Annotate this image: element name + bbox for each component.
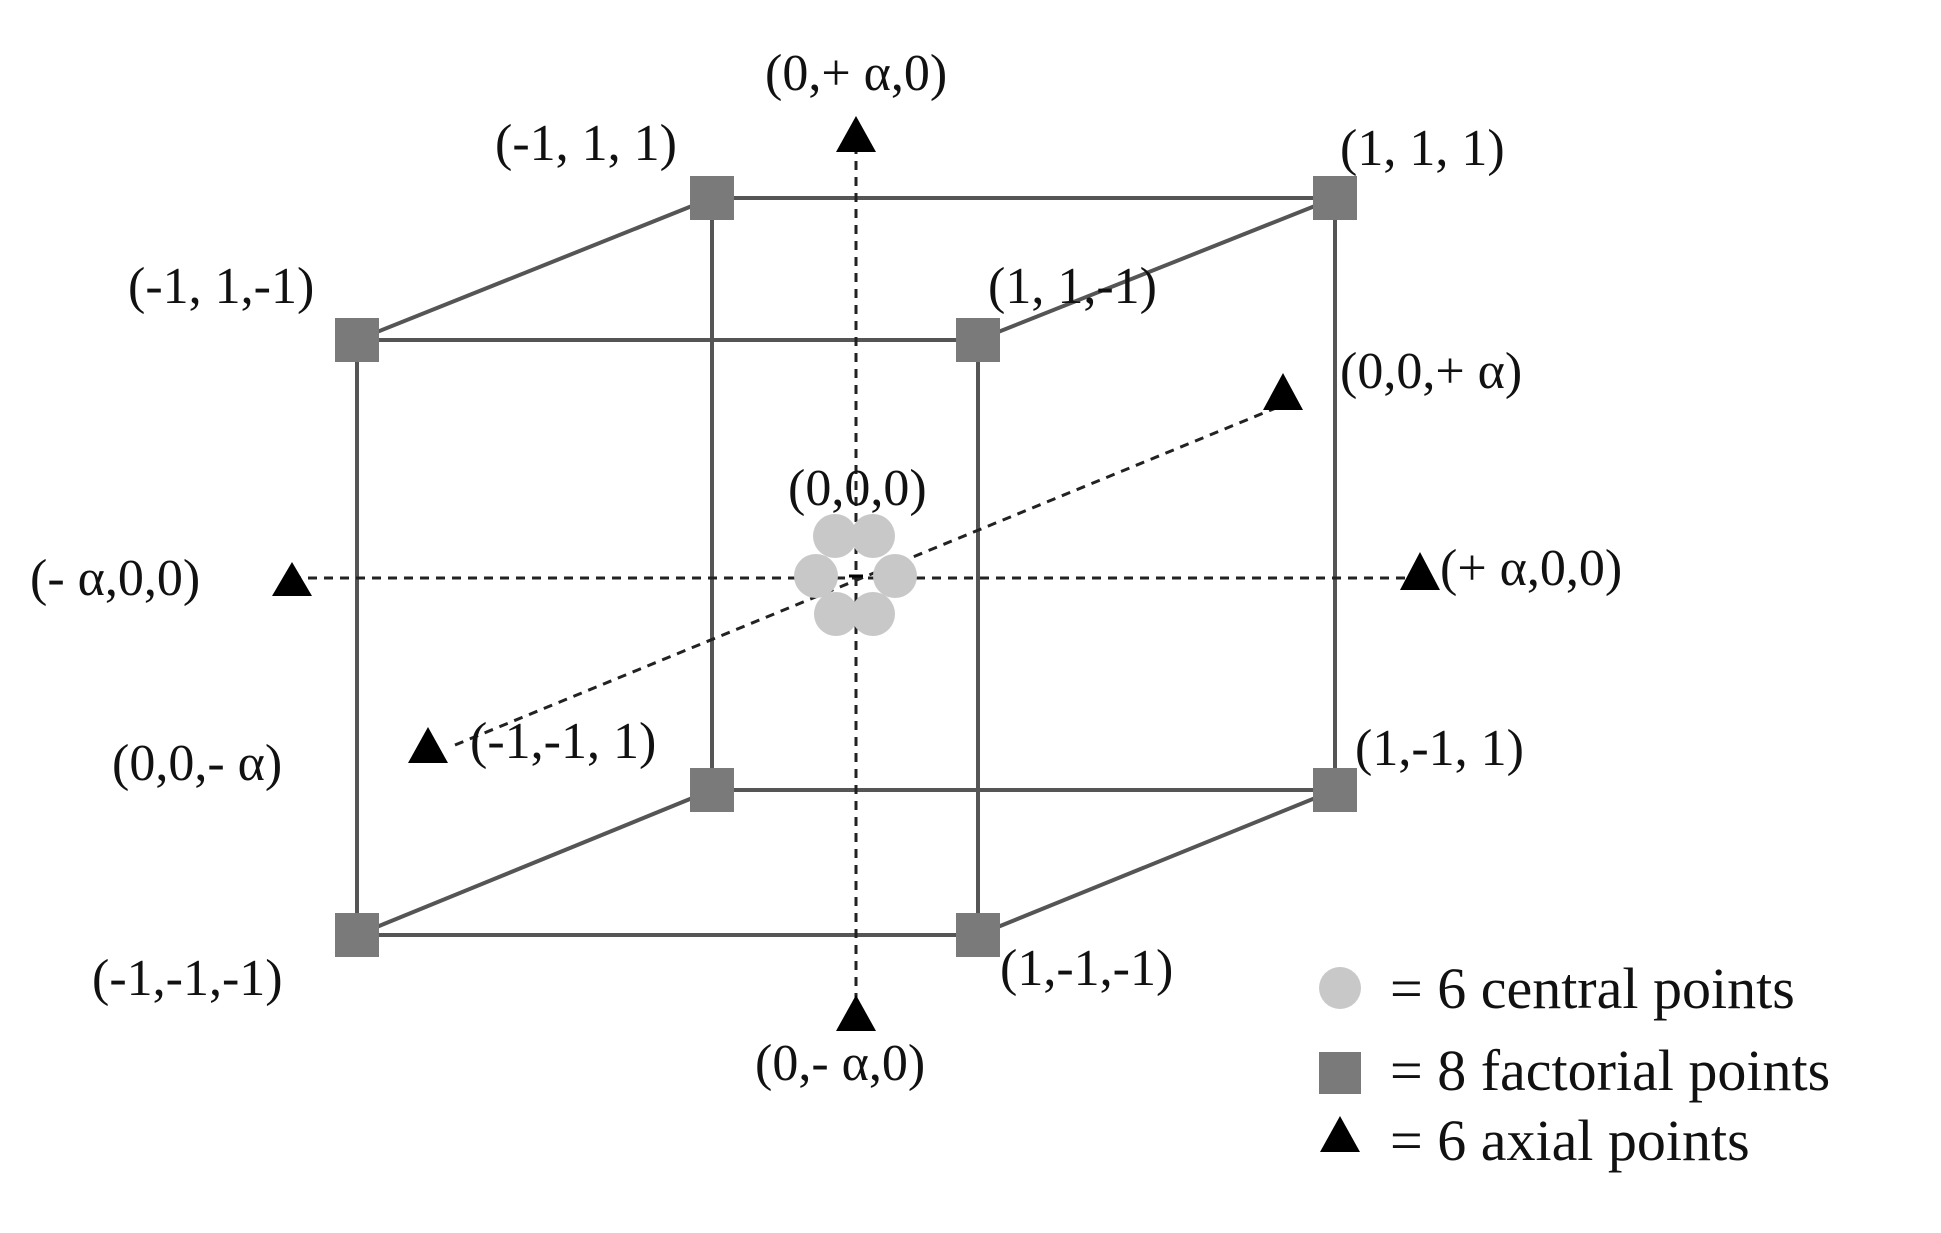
- axial-point-y-plus: [836, 116, 876, 152]
- cube-edge: [356, 788, 713, 937]
- factorial-point: [1313, 176, 1357, 220]
- z-axis: [454, 403, 1284, 747]
- factorial-points: [335, 176, 1357, 957]
- factorial-point: [690, 768, 734, 812]
- legend-axial-text: = 6 axial points: [1390, 1108, 1750, 1173]
- axial-points: [272, 116, 1440, 1031]
- central-point: [814, 592, 858, 636]
- label-axial-x-minus: (- α,0,0): [30, 550, 200, 607]
- label-bottom-front-left: (-1,-1,-1): [92, 950, 283, 1007]
- central-point: [851, 514, 895, 558]
- central-point: [813, 514, 857, 558]
- factorial-point: [956, 913, 1000, 957]
- label-top-back-right: (1, 1, 1): [1340, 120, 1505, 177]
- axial-point-z-plus: [1263, 373, 1303, 410]
- axial-point-y-minus: [836, 995, 876, 1031]
- legend-factorial-text: = 8 factorial points: [1390, 1038, 1830, 1103]
- legend-circle-icon: [1319, 967, 1361, 1009]
- cube-edge: [977, 196, 1336, 342]
- label-axial-x-plus: (+ α,0,0): [1440, 540, 1622, 597]
- label-center: (0,0,0): [788, 460, 927, 517]
- legend-square-icon: [1319, 1052, 1361, 1094]
- label-axial-y-minus: (0,- α,0): [755, 1035, 925, 1092]
- label-top-front-left: (-1, 1,-1): [128, 258, 314, 315]
- label-bottom-back-right: (1,-1, 1): [1355, 720, 1524, 777]
- factorial-point: [690, 176, 734, 220]
- axial-point-x-plus: [1400, 552, 1440, 590]
- central-points: [794, 514, 917, 636]
- label-axial-z-plus: (0,0,+ α): [1340, 343, 1522, 400]
- factorial-point: [335, 318, 379, 362]
- label-bottom-back-left: (-1,-1, 1): [470, 713, 656, 770]
- legend: = 6 central points = 8 factorial points …: [1319, 956, 1830, 1173]
- central-point: [873, 554, 917, 598]
- label-axial-y-plus: (0,+ α,0): [765, 45, 947, 102]
- legend-triangle-icon: [1320, 1116, 1360, 1152]
- factorial-point: [956, 318, 1000, 362]
- label-axial-z-minus: (0,0,- α): [112, 735, 282, 792]
- axial-point-x-minus: [272, 562, 312, 596]
- factorial-point: [335, 913, 379, 957]
- central-point: [794, 554, 838, 598]
- label-top-front-right: (1, 1,-1): [988, 258, 1157, 315]
- cube-edges: [355, 196, 1337, 937]
- factorial-point: [1313, 768, 1357, 812]
- axial-point-z-minus: [408, 727, 448, 763]
- legend-central-text: = 6 central points: [1390, 956, 1795, 1021]
- cube-edge: [977, 788, 1336, 937]
- label-bottom-front-right: (1,-1,-1): [1000, 940, 1173, 997]
- cube-edge: [356, 196, 713, 342]
- label-top-back-left: (-1, 1, 1): [495, 115, 677, 172]
- central-point: [851, 592, 895, 636]
